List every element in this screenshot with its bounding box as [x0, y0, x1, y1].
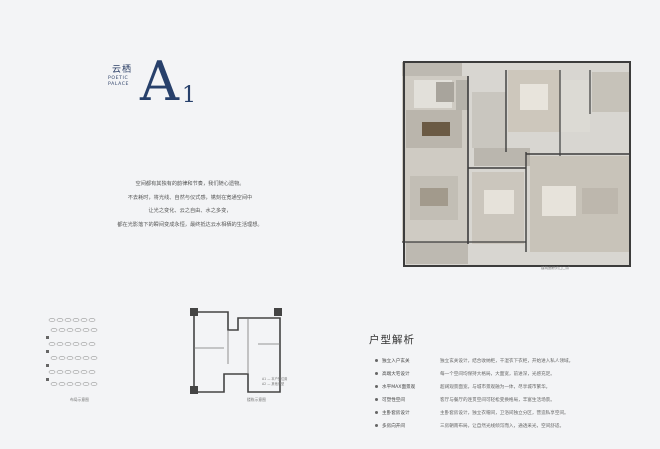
legend-item: A2 — 其他户型 — [262, 382, 285, 386]
feature-item: 高端大宅设计每一个空间均保持大格局，大面宽，前进深，光感充足。 — [375, 371, 555, 379]
bullet-icon — [375, 411, 378, 414]
feature-item: 多房向开间三房朝南布局，让自然光线倾泻而入，通透采光，空间舒适。 — [375, 423, 564, 431]
analysis-title: 户型解析 — [369, 334, 415, 346]
description-line: 让光之变化、云之自由、水之多变， — [148, 208, 232, 214]
bullet-icon — [375, 424, 378, 427]
description-block: 空间都有其独有的韵律和节奏，我们随心遗物。 不去耗时，将光线、自然与仪式感，镌刻… — [40, 178, 340, 232]
feature-item: 水平MAX面景观超阔观景面宽，与城市景观融为一体，尽享城市繁华。 — [375, 384, 550, 392]
bullet-icon — [375, 359, 378, 362]
site-layout-diagram — [46, 318, 98, 386]
feature-item: 可塑性空间客厅与餐厅的连贯空间可轻松变换格局，丰富生活场景。 — [375, 397, 555, 405]
floor-plan-caption: 建筑面积约□□㎡ — [541, 266, 570, 270]
building-outline-diagram — [190, 308, 282, 394]
bullet-icon — [375, 372, 378, 375]
site-layout-label: 布局示意图 — [70, 397, 89, 402]
bullet-icon — [375, 398, 378, 401]
bullet-icon — [375, 385, 378, 388]
brand-name-en: POETIC PALACE — [108, 76, 130, 87]
feature-item: 独立入户玄关独立玄关设计，结合收纳柜，干湿衣下衣柜，开始进入私人领域。 — [375, 358, 573, 366]
description-line: 都在光影落下的瞬间变成永恒，最终抵达云水相栖的生活理想。 — [117, 221, 263, 228]
description-line: 不去耗时，将光线、自然与仪式感，镌刻在宽通空间中 — [127, 194, 253, 201]
unit-letter: A — [140, 50, 179, 113]
building-outline-label: 楼栋示意图 — [247, 397, 266, 402]
legend-item: A1 — 本户型位置 — [262, 377, 288, 381]
floor-plan-image — [402, 61, 631, 267]
legend: A1 — 本户型位置 A2 — 其他户型 — [262, 376, 287, 386]
description-line: 空间都有其独有的韵律和节奏，我们随心遗物。 — [135, 181, 245, 187]
feature-item: 主卧套房设计主卧套房设计，独立衣帽间，卫浴间独立分区，营造私享空间。 — [375, 410, 569, 418]
unit-number: 1 — [182, 83, 196, 108]
brand-name-cn: 云栖 — [112, 65, 133, 75]
